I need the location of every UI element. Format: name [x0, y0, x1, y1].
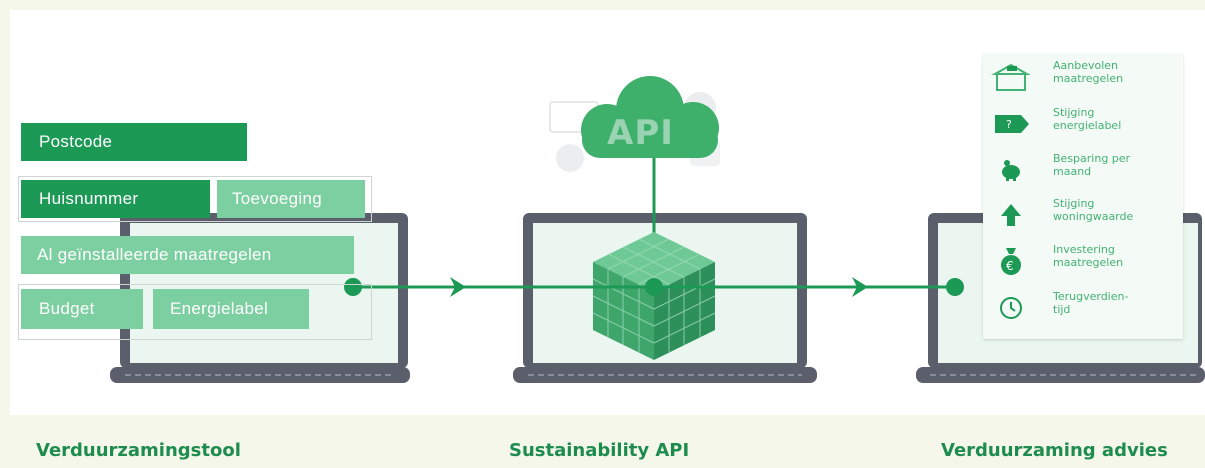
energy-label-icon: ? [991, 108, 1031, 140]
budget-field: Budget [21, 289, 143, 329]
toevoeging-field: Toevoeging [217, 180, 365, 218]
clock-icon [991, 292, 1031, 324]
flow-end-dot [946, 278, 964, 296]
form-outline [18, 284, 372, 340]
postcode-field: Postcode [21, 123, 247, 161]
result-label: Terugverdien-tijd [1053, 290, 1129, 316]
house-icon [991, 61, 1031, 93]
result-item-terugverdientijd: Terugverdien-tijd [983, 290, 1183, 334]
form-outline [18, 176, 372, 222]
api-cloud [581, 76, 719, 158]
cloud-label: API [607, 113, 674, 153]
maatregelen-field: Al geïnstalleerde maatregelen [21, 236, 354, 274]
arrow-up-icon [991, 199, 1031, 231]
flow-start-dot [344, 278, 362, 296]
money-symbol: € [1006, 259, 1014, 273]
diagram-canvas [110, 76, 1205, 383]
energielabel-field: Energielabel [153, 289, 309, 329]
flow-center-dot [645, 278, 663, 296]
diagram-panel: Postcode Huisnummer Toevoeging Al geïnst… [10, 10, 1205, 415]
money-bag-icon: € [991, 245, 1031, 277]
arrow-right-icon [450, 277, 466, 297]
piggy-bank-icon [991, 154, 1031, 186]
caption-verduurzaming-advies: Verduurzaming advies [941, 440, 1168, 461]
caption-verduurzamingstool: Verduurzamingstool [36, 440, 241, 461]
huisnummer-field: Huisnummer [21, 180, 210, 218]
badge-text: ? [1006, 118, 1012, 131]
caption-sustainability-api: Sustainability API [509, 440, 690, 461]
arrow-right-icon [852, 277, 868, 297]
